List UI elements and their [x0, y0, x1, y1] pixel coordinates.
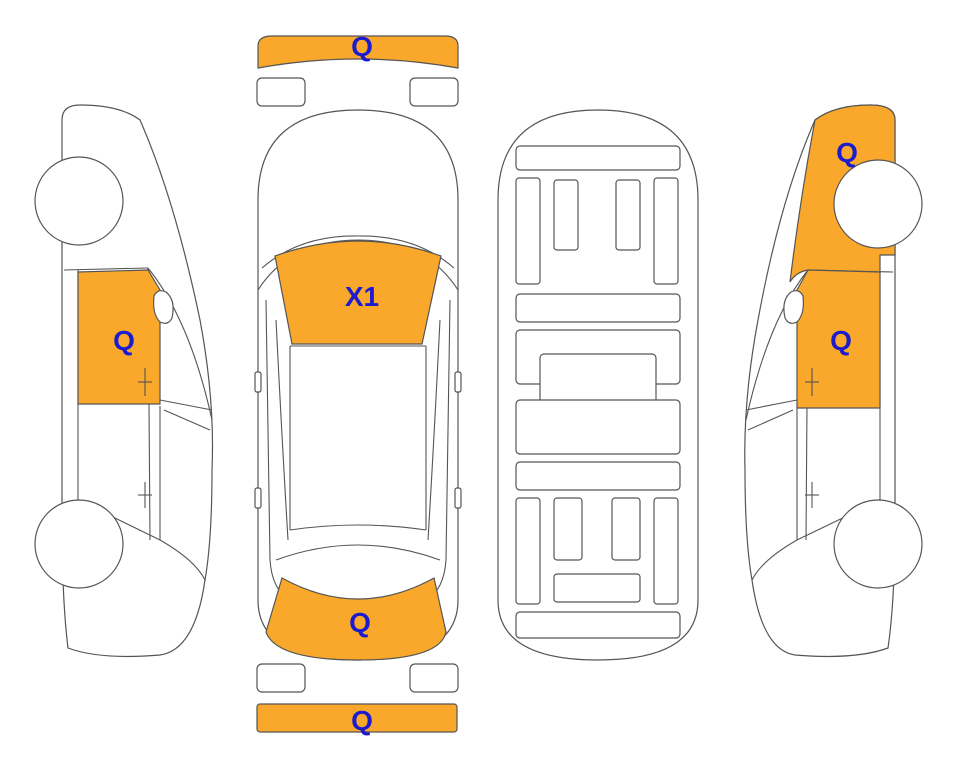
- left-side-rear-wheel: [34, 499, 124, 589]
- rear-bumper-label: Q: [351, 705, 373, 736]
- front-bumper-label: Q: [351, 31, 373, 62]
- front-left-headlight: [256, 77, 306, 107]
- top-view-car: [254, 109, 462, 661]
- rear-window-label: Q: [349, 607, 371, 638]
- left-side-mirror: [138, 290, 174, 396]
- left-side-front-wheel: [34, 156, 124, 246]
- left-side-front-door-panel[interactable]: [77, 269, 161, 405]
- right-side-rear-label: Q: [836, 137, 858, 168]
- right-side-door-label: Q: [830, 325, 852, 356]
- front-bumper-panel[interactable]: [257, 35, 459, 69]
- rear-bumper-panel[interactable]: [256, 703, 458, 733]
- windshield-label: X1: [345, 281, 379, 312]
- front-right-headlight: [409, 77, 459, 107]
- rear-left-taillight: [256, 663, 306, 693]
- rear-right-taillight: [409, 663, 459, 693]
- right-side-rear-wheel: [833, 499, 923, 589]
- right-side-front-wheel: [833, 159, 923, 249]
- rear-window-panel[interactable]: [265, 577, 447, 661]
- windshield-panel[interactable]: [274, 240, 442, 345]
- right-side-mirror: [783, 290, 819, 396]
- left-side-door-label: Q: [113, 325, 135, 356]
- underbody-view: [497, 109, 699, 661]
- right-side-front-door-panel[interactable]: [796, 269, 881, 409]
